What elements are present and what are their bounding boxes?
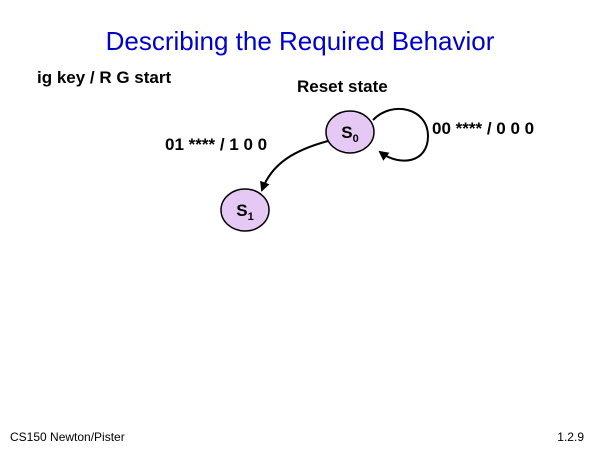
transition-label-s0-s1: 01 **** / 1 0 0	[165, 135, 267, 154]
io-legend: ig key / R G start	[37, 68, 172, 87]
self-loop-arrow	[372, 107, 430, 162]
footer-slide-number: 1.2.9	[557, 430, 584, 444]
reset-state-label: Reset state	[297, 77, 388, 96]
slide-title: Describing the Required Behavior	[105, 26, 495, 56]
self-loop-label: 00 **** / 0 0 0	[432, 119, 534, 138]
state-s1-label: S1	[236, 201, 253, 223]
state-s0: S0	[325, 110, 375, 154]
transition-arrow-s0-s1	[260, 140, 329, 192]
state-s1-node	[220, 188, 270, 232]
state-s0-node	[325, 110, 375, 154]
footer-course: CS150 Newton/Pister	[10, 430, 125, 444]
state-s1: S1	[220, 188, 270, 232]
state-s0-label: S0	[341, 123, 358, 145]
